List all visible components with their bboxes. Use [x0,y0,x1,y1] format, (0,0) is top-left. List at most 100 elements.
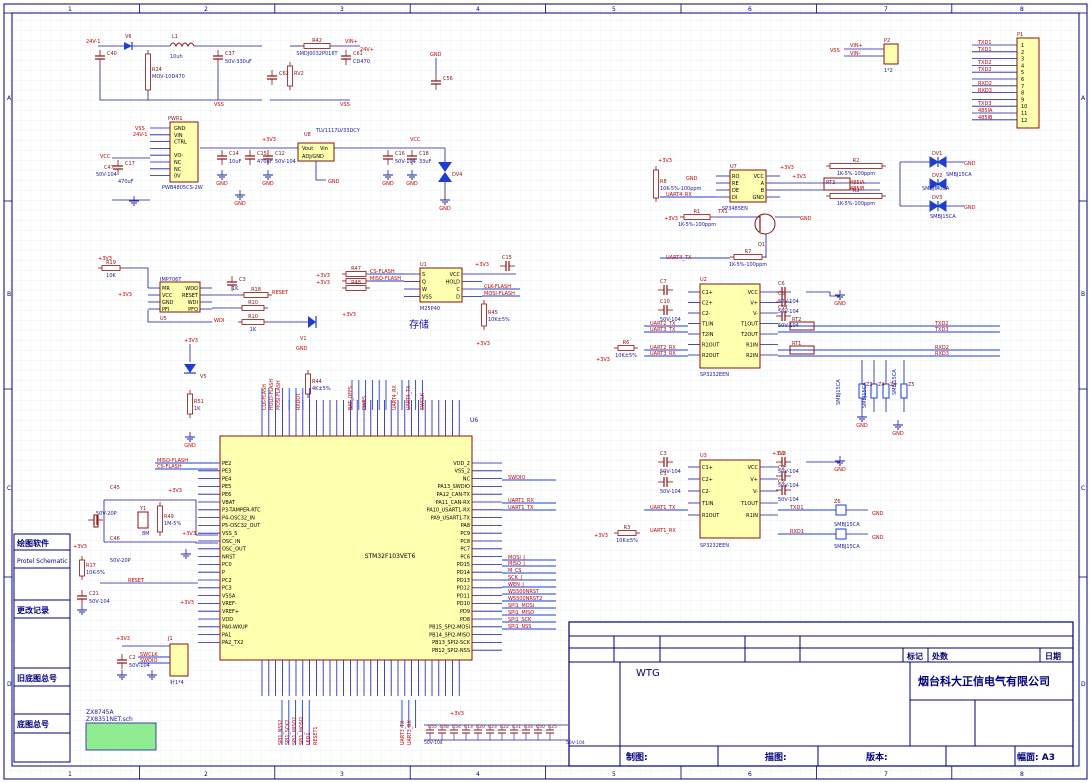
res-value: 1K-5%-100ppm [729,262,767,268]
pin-name: C2- [702,489,711,495]
net-label: UART1_TX [650,505,676,511]
net-label: W5500NRST [508,589,540,595]
net-label: UART2_TX [650,321,676,327]
cap-ref: C9 [778,451,785,457]
power-label: +3V3 [73,544,87,550]
diode-ref: V5 [200,374,207,380]
col-label: 6 [748,771,752,778]
res-ref: R10 [248,300,258,306]
resistor [241,319,265,325]
pin-name: PD12 [457,586,470,592]
res-value: 10K-5%-100ppm [660,186,702,192]
cap-ref: C18 [419,151,429,157]
cap-value: 50V-104 [778,309,799,315]
wire [104,499,218,536]
ic-ref: U2 [700,277,707,283]
col-label: 2 [204,6,208,13]
supervisor-body [159,281,201,313]
gnd-label: GND [872,511,884,517]
components: Y18MC4550V-20PC4650V-20PR491M-5%R1710K-5… [79,34,972,746]
tvs-diode [929,156,947,168]
pin-name: PA1 [222,632,231,638]
cap-ref: C11 [778,305,788,311]
cap-value: 50V-104 [89,599,110,605]
net-label: RXD2 [978,81,992,87]
pwr1-module [169,121,199,183]
pin-name: S [422,272,425,278]
power-label: +3V3 [316,280,330,286]
wires [77,42,1017,745]
res-ref: R45 [488,310,498,316]
rs485-body [729,169,767,203]
rt-ref: RT2 [792,317,801,323]
diode-ref: Z4 [890,382,897,388]
gnd-label: GND [406,181,418,187]
net-label: CLK-FLASH [484,284,511,290]
pin-number: 4 [1021,63,1024,69]
panel-change-label: 更改记录 [17,605,49,615]
pin-name: C1+ [702,465,713,471]
net-label-vertical: SWCLK [420,392,426,410]
diode-value: SMBJ15CA [892,369,898,395]
tvs-diode [929,200,947,212]
col-label: 4 [476,771,480,778]
ic-name: SP3485EN [722,206,748,212]
cap-ref: C17 [125,161,135,167]
resistor [345,285,367,291]
pin-name: C1+ [702,290,713,296]
net-label: TXD1 [789,505,804,511]
cap-value: 470uF [118,179,134,185]
diode-ref: Z5 [908,382,915,388]
resistor [287,65,293,87]
res-value: 1K [194,406,201,412]
res-value: 1K-5%-100ppm [837,171,875,177]
traced-by-label: 描图: [765,751,787,763]
res-value: 1K [250,327,257,333]
pin-name: PC7 [460,547,470,553]
net-label-vertical: CLK-FLASH [262,384,268,410]
net-label: UART1_RX [508,498,534,504]
tvs-z6 [835,528,847,540]
pin-name: VCC [748,290,759,296]
mcu-part-name: STM32F103VET6 [365,553,416,560]
pin-number: 2 [1021,50,1024,56]
gnd-label: GND [184,443,196,449]
resistor [157,505,163,533]
mcu-body [219,435,473,661]
net-label: RXD3 [978,88,992,94]
diode-triangle [937,200,947,212]
pin-name: PA11_CAN-RX [436,500,471,506]
ic-ref: U3 [700,453,707,459]
ic-ref: U1 [420,262,427,268]
pin-number: 10 [1021,104,1027,110]
net-label-vertical: SPI1_NSS2 [278,719,284,745]
net-label: SPI1_NSS [508,624,531,630]
res-value: SMDJ0032P016T [296,51,338,57]
cap-value: 50V-104 [778,299,799,305]
power-label: +3V3 [116,636,130,642]
cap-value: 50V-104 [778,323,799,329]
resistor [617,345,635,351]
pin-name: PD10 [457,601,470,607]
net-label-vertical: LED1 [306,733,312,745]
cap-ref: C23 [488,724,497,730]
res-value: 10K-5% [86,570,105,576]
cap-value: 50V-104 [660,489,681,495]
crystal-y1 [137,511,149,529]
net-label-vertical: UART3_RX [407,720,413,745]
diode-ref: DV4 [452,172,462,178]
pin-number: 9 [1021,97,1024,103]
net-label: TXD1 [977,47,992,53]
pin-name: P5-OSC32_OUT [222,523,261,529]
col-label: 7 [884,6,888,13]
net-label-vertical: UART4_TX [406,385,412,410]
gnd-label: GND [800,216,812,222]
power-label: VSS [214,102,224,108]
row-label: D [1081,681,1086,688]
net-label: UART3_RX [650,351,676,357]
res-ref: R24 [152,67,162,73]
res-value: 1K-5%-100ppm [678,222,716,228]
cap-value: 50V-20P [96,511,117,517]
